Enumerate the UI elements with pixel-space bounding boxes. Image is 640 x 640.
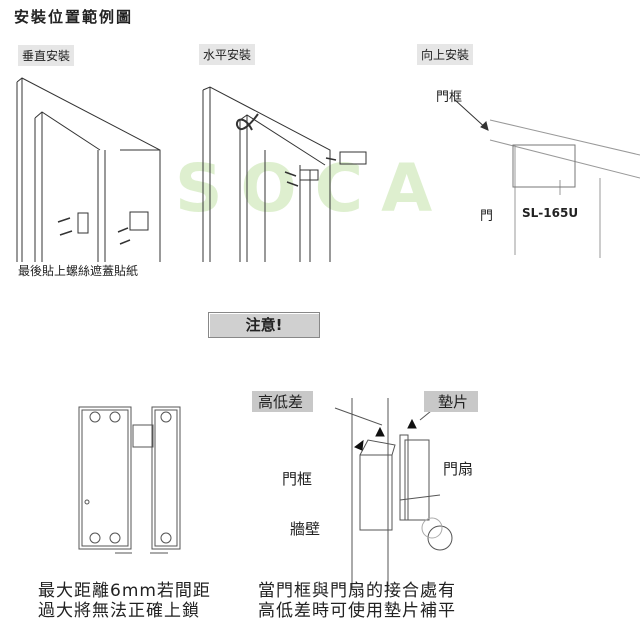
shim-diagram [334,397,453,590]
page-title: 安裝位置範例圖 [14,8,134,26]
shim-note-line-1: 當門框與門扇的接合處有 [258,581,456,601]
upward-door-label: 門 [480,209,494,224]
level-difference-label: 高低差 [252,391,314,412]
watermark-logo: SOCA [175,150,451,227]
horizontal-install-label: 水平安裝 [199,44,256,65]
shim-note-line-2: 高低差時可使用墊片補平 [258,601,456,621]
frame-label: 門框 [282,470,313,488]
notice-heading: 注意! [208,312,320,338]
horizontal-door-drawing [202,86,367,262]
vertical-install-caption: 最後貼上螺絲遮蓋貼紙 [18,264,139,278]
upward-install-label: 向上安裝 [417,44,474,65]
gap-diagram [78,406,181,554]
vertical-install-label: 垂直安裝 [18,45,75,66]
upward-frame-label: 門框 [436,90,463,105]
gap-note: 最大距離6mm若間距 過大將無法正確上鎖 [38,581,211,621]
wall-label: 牆壁 [290,520,321,538]
gap-note-line-2: 過大將無法正確上鎖 [38,601,200,621]
vertical-door-drawing [16,77,161,262]
upward-install-drawing [454,99,640,258]
shim-label: 墊片 [424,391,479,412]
model-label: SL-165U [522,206,579,220]
gap-note-line-1: 最大距離6mm若間距 [38,581,211,601]
shim-note: 當門框與門扇的接合處有 高低差時可使用墊片補平 [258,581,456,621]
door-leaf-label: 門扇 [443,460,474,478]
